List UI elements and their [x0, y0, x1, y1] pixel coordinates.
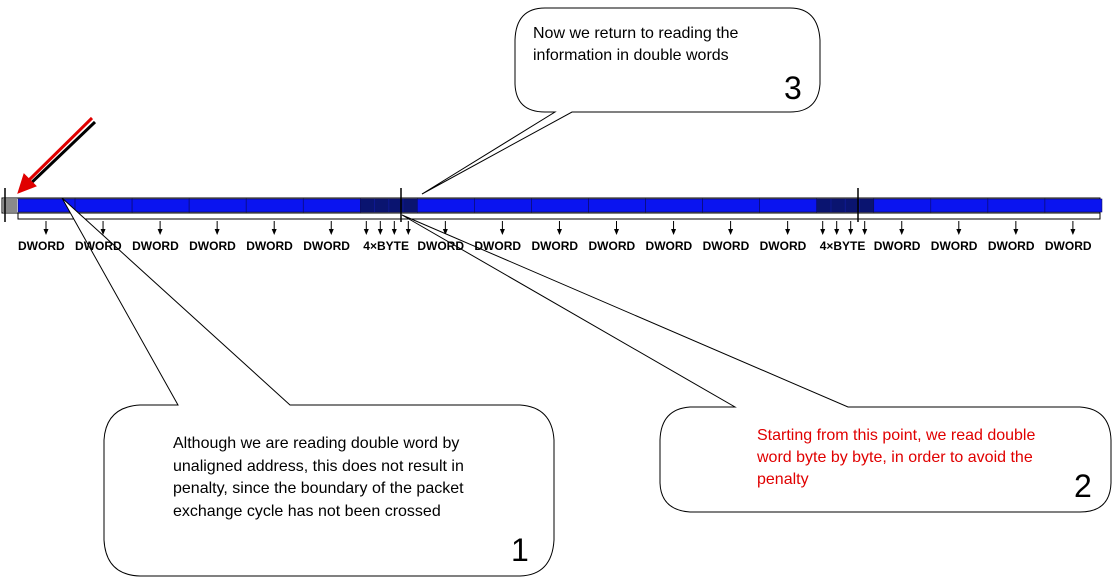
down-arrow-icon [614, 221, 619, 235]
dword-label: DWORD [759, 239, 807, 253]
down-arrow-icon [499, 221, 505, 235]
down-arrow-icon [820, 221, 826, 235]
down-arrow-icon [328, 221, 334, 235]
down-arrow-icon [1070, 221, 1076, 235]
dword-label: DWORD [132, 239, 179, 253]
down-arrow-icon [100, 221, 106, 235]
callout-1-number: 1 [511, 532, 529, 568]
down-arrow-icon [377, 221, 383, 235]
down-arrow-icon [271, 221, 277, 235]
down-arrow-icon [157, 221, 163, 235]
callout-1-text: Although we are reading double word by u… [173, 435, 464, 520]
dword-segment [759, 198, 818, 213]
dword-label: DWORD [18, 239, 65, 253]
callout-3-bubble [421, 7, 821, 195]
down-arrow-icon [956, 221, 962, 235]
down-arrow-icon [862, 221, 868, 235]
down-arrow-icon [405, 221, 411, 235]
callout-3-number: 3 [784, 70, 802, 106]
down-arrow-icon [899, 221, 905, 235]
dword-segment [588, 198, 646, 213]
dword-segment [474, 198, 532, 213]
dword-label: DWORD [417, 239, 465, 253]
callout-3-text: Now we return to reading the information… [533, 25, 739, 64]
dword-label: DWORD [75, 239, 122, 253]
dword-segment [245, 198, 304, 213]
down-arrow-icon [214, 221, 220, 235]
dword-label: DWORD [702, 239, 750, 253]
down-arrow-icon [848, 221, 854, 235]
dword-label: DWORD [930, 239, 978, 253]
dword-label: DWORD [246, 239, 293, 253]
byte-label: 4×BYTE [819, 239, 866, 253]
segments-group [17, 198, 1103, 213]
callout-2-text: Starting from this point, we read double… [757, 427, 1036, 488]
dword-label: DWORD [645, 239, 693, 253]
dword-segment [531, 198, 589, 213]
dword-label: DWORD [588, 239, 636, 253]
dword-segment [302, 198, 361, 213]
dword-segment [188, 198, 247, 213]
dword-segment [702, 198, 760, 213]
callout-2-bubble [401, 214, 1112, 513]
byte-label: 4×BYTE [363, 239, 409, 253]
dword-segment [873, 198, 932, 213]
down-arrow-icon [1013, 221, 1019, 235]
dword-label: DWORD [474, 239, 522, 253]
dword-segment [131, 198, 190, 213]
down-arrow-icon [556, 221, 562, 235]
dword-label: DWORD [873, 239, 921, 253]
dword-segment [1044, 198, 1103, 213]
dword-segment [645, 198, 703, 213]
strip-bracket [17, 213, 1101, 220]
read-arrows-group [43, 221, 1076, 235]
dword-segment [417, 198, 475, 213]
down-arrow-icon [671, 221, 677, 235]
down-arrow-icon [363, 221, 369, 235]
dword-label: DWORD [1044, 239, 1092, 253]
down-arrow-icon [442, 221, 448, 235]
dword-label: DWORD [531, 239, 579, 253]
down-arrow-icon [834, 221, 840, 235]
down-arrow-icon [391, 221, 397, 235]
dword-label: DWORD [303, 239, 350, 253]
dword-segment [987, 198, 1046, 213]
red-arrow-icon [17, 116, 97, 194]
header-cell [3, 199, 17, 212]
callout-1-bubble [61, 197, 555, 577]
dword-segment [930, 198, 989, 213]
down-arrow-icon [785, 221, 791, 235]
dword-label: DWORD [987, 239, 1035, 253]
dword-segment [74, 198, 133, 213]
down-arrow-icon [43, 221, 49, 235]
dword-label: DWORD [189, 239, 236, 253]
down-arrow-icon [728, 221, 734, 235]
callout-2-number: 2 [1074, 468, 1092, 504]
